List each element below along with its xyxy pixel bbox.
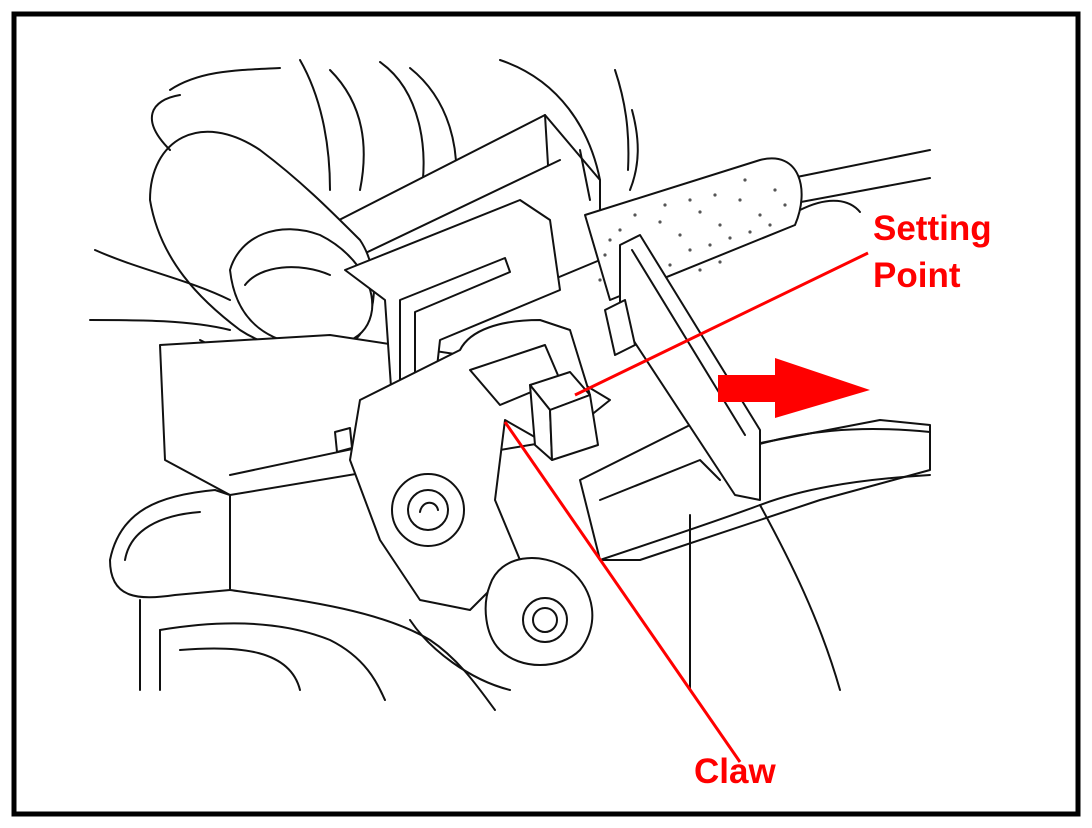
setting-point-label-line1: Setting [873, 209, 992, 248]
setting-point-callout: Setting Point [574, 209, 992, 397]
setting-point-leader-line [574, 251, 869, 397]
mechanism-illustration [89, 59, 931, 711]
arrow-right-icon [718, 358, 870, 418]
claw-callout: Claw [503, 421, 776, 791]
claw-leader-line [503, 421, 742, 763]
setting-point-label-line2: Point [873, 256, 961, 295]
figure-frame [11, 11, 1081, 817]
claw-label: Claw [694, 752, 776, 791]
